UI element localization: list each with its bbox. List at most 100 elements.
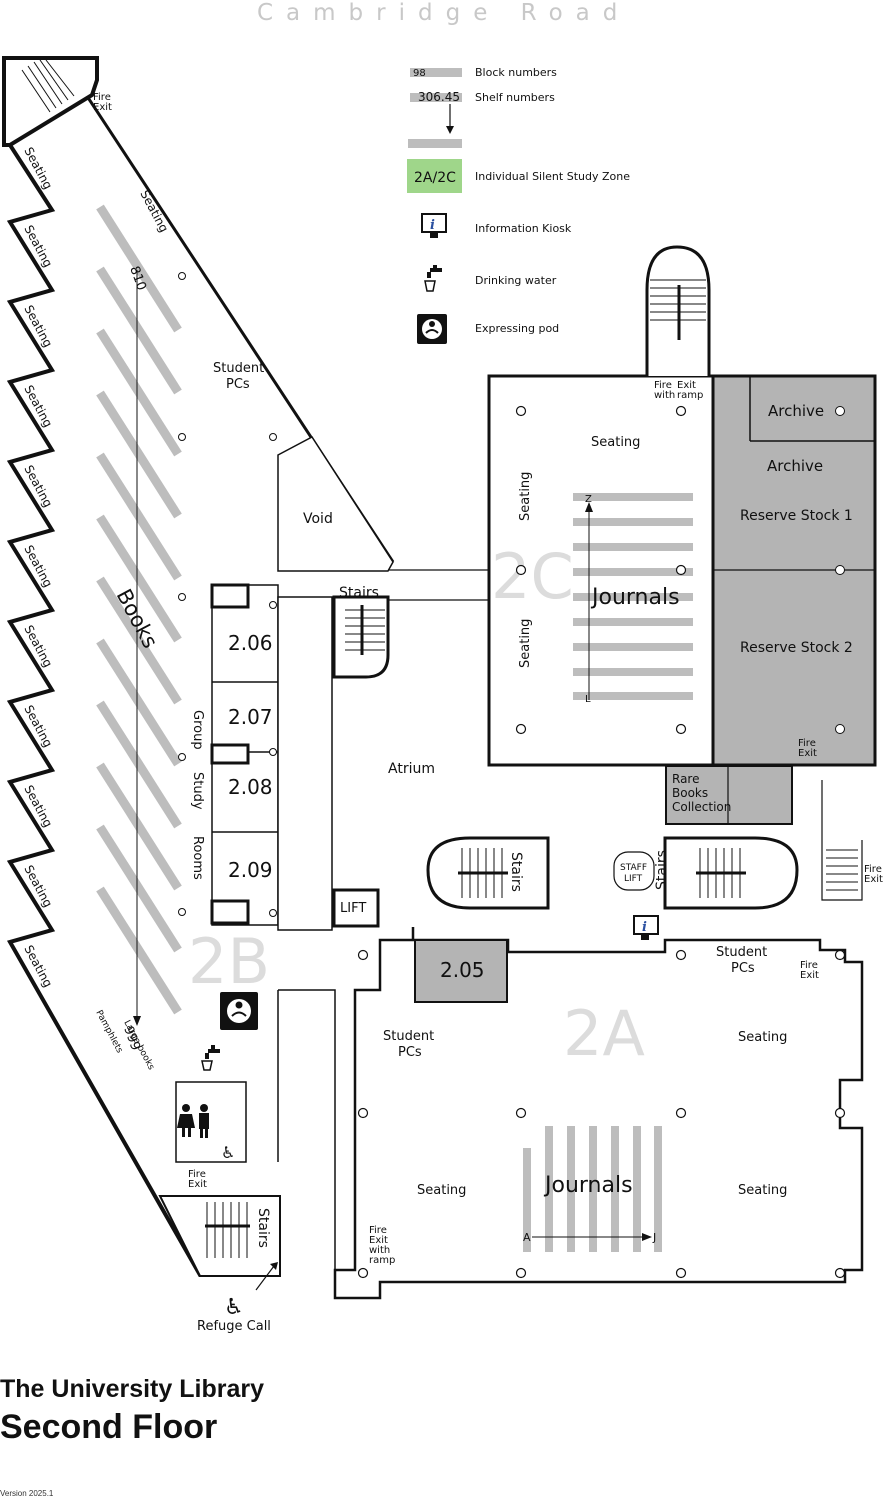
stair-east: Fire Exit <box>821 780 883 901</box>
legend-block-sample: 98 <box>413 68 426 79</box>
void-area <box>277 436 394 572</box>
fire-exit-far-east-2: Exit <box>864 874 883 885</box>
fire-exit-ramp-north-3: with <box>654 390 675 401</box>
rare-books-label-1: Rare <box>672 772 699 786</box>
seating-2a-sw: Seating <box>417 1183 466 1198</box>
legend-shelf-sample: 306.45 <box>418 90 460 104</box>
central-stairs: Stairs <box>332 585 390 679</box>
seating-2a-se: Seating <box>738 1183 787 1198</box>
rare-books-label-2: Books <box>672 786 708 800</box>
block-number-top: 810 <box>126 264 149 292</box>
fire-exit-east-2: Exit <box>798 748 817 759</box>
journals-2a-range-end: J <box>652 1231 656 1244</box>
legend-kiosk-label: Information Kiosk <box>475 222 572 235</box>
legend-block-label: Block numbers <box>475 66 557 79</box>
zone-2c: Fire Exit with ramp Seating Seating Seat… <box>487 245 715 767</box>
seating-2a-ne: Seating <box>738 1030 787 1045</box>
legend-pod-label: Expressing pod <box>475 322 559 335</box>
journals-2a-shelves <box>523 1126 662 1252</box>
zone-2a: 2.05 2A Student PCs Student PCs Seating … <box>333 927 864 1300</box>
refuge-call-label: Refuge Call <box>197 1319 271 1334</box>
legend: 98 Block numbers 306.45 Shelf numbers 2A… <box>407 66 630 344</box>
study-label: Study <box>190 772 205 810</box>
service-core: ♿ Fire Exit Stairs ♿ Refuge Call <box>158 989 336 1334</box>
fire-exit-ramp-sw-1: Fire <box>369 1225 387 1236</box>
void-label: Void <box>303 511 333 527</box>
road-label: Cambridge Road <box>257 0 630 26</box>
zone-2a-label: 2A <box>563 997 645 1070</box>
zone-2c-columns <box>515 405 687 735</box>
seating-2c-top: Seating <box>591 435 640 450</box>
rare-books-room: Rare Books Collection <box>665 765 793 825</box>
stairs-2a-left-label: Stairs <box>508 852 524 892</box>
journals-2c-label: Journals <box>590 585 680 610</box>
information-kiosk-2a: i <box>633 915 659 940</box>
stair-top-left <box>2 56 99 147</box>
archive-block: Archive Archive Reserve Stock 1 Reserve … <box>711 374 877 767</box>
wing-columns <box>178 272 277 916</box>
room-207-label: 2.07 <box>228 705 273 729</box>
seating-w11: Seating <box>21 943 55 990</box>
corridor-block <box>277 596 333 931</box>
seating-2c-left1: Seating <box>518 472 533 521</box>
journals-2a-range-start: A <box>523 1231 531 1244</box>
room-205 <box>414 939 508 1003</box>
book-stacks <box>96 204 182 1015</box>
journals-2c-range-start: Z <box>585 494 592 505</box>
drinking-water-icon <box>424 265 442 292</box>
toilets-icon <box>177 1104 209 1138</box>
fire-exit-ramp-north-1: Fire <box>654 380 672 391</box>
legend-zone-sample: 2A/2C <box>414 170 456 186</box>
room-206-label: 2.06 <box>228 631 273 655</box>
fire-exit-sw-2: Exit <box>188 1179 207 1190</box>
archive-label-2: Archive <box>767 457 823 475</box>
zone-2c-label: 2C <box>491 540 574 613</box>
room-205-label: 2.05 <box>440 958 485 982</box>
reserve-stock-2-label: Reserve Stock 2 <box>740 640 853 656</box>
stairs-2a-left: Stairs <box>426 836 550 910</box>
staff-lift-label-2: LIFT <box>624 874 643 884</box>
archive-label-1: Archive <box>768 402 824 420</box>
lift <box>332 888 380 928</box>
library-name: The University Library <box>0 1375 264 1403</box>
svg-text:i: i <box>430 218 435 233</box>
fire-exit-ramp-sw-2: Exit <box>369 1235 388 1246</box>
student-pcs-2a-left-2: PCs <box>398 1045 422 1060</box>
information-kiosk-icon: i <box>421 213 447 238</box>
fire-exit-ramp-north-2: Exit <box>677 380 696 391</box>
student-pcs-wing-2: PCs <box>226 377 250 392</box>
stair-south-west <box>158 1195 281 1277</box>
legend-shelf-swatch <box>410 93 462 102</box>
fire-exit-east-1: Fire <box>798 738 816 749</box>
legend-water-label: Drinking water <box>475 274 557 287</box>
stairs-2a-right: Stairs STAFF LIFT <box>613 836 799 910</box>
accessible-toilet-icon: ♿ <box>221 1143 235 1162</box>
student-pcs-wing-1: Student <box>213 361 264 376</box>
legend-zone-label: Individual Silent Study Zone <box>475 170 630 183</box>
fire-exit-far-east-1: Fire <box>864 864 882 875</box>
west-zigzag-wall <box>6 143 275 1277</box>
stairs-2a-right-label: Stairs <box>654 850 670 890</box>
floor-title: Second Floor <box>0 1408 218 1446</box>
west-seating-labels: Seating Seating Seating Seating Seating … <box>21 145 171 990</box>
fire-exit-ramp-sw-4: ramp <box>369 1255 395 1266</box>
reserve-stock-1-label: Reserve Stock 1 <box>740 508 853 524</box>
fire-exit-2a-2: Exit <box>800 970 819 981</box>
lift-label: LIFT <box>340 901 366 916</box>
student-pcs-2a-right-2: PCs <box>731 961 755 976</box>
room-208-label: 2.08 <box>228 775 273 799</box>
stairs-central-label: Stairs <box>339 585 379 601</box>
zone-2b-label: 2B <box>188 925 270 998</box>
group-label: Group <box>190 710 205 750</box>
legend-shelf-arrowhead <box>446 126 454 134</box>
stairs-sw-label: Stairs <box>255 1208 271 1248</box>
svg-text:i: i <box>642 920 647 935</box>
legend-shelf-bar <box>408 139 462 148</box>
pamphlets-label: Pamphlets <box>93 1009 124 1055</box>
fire-exit-ramp-sw-3: with <box>369 1245 390 1256</box>
version-label: Version 2025.1 <box>0 1489 54 1498</box>
journals-2c-shelves <box>573 493 693 700</box>
rare-books-label-3: Collection <box>672 800 731 814</box>
room-209-label: 2.09 <box>228 858 273 882</box>
staff-lift-label-1: STAFF <box>620 863 647 873</box>
